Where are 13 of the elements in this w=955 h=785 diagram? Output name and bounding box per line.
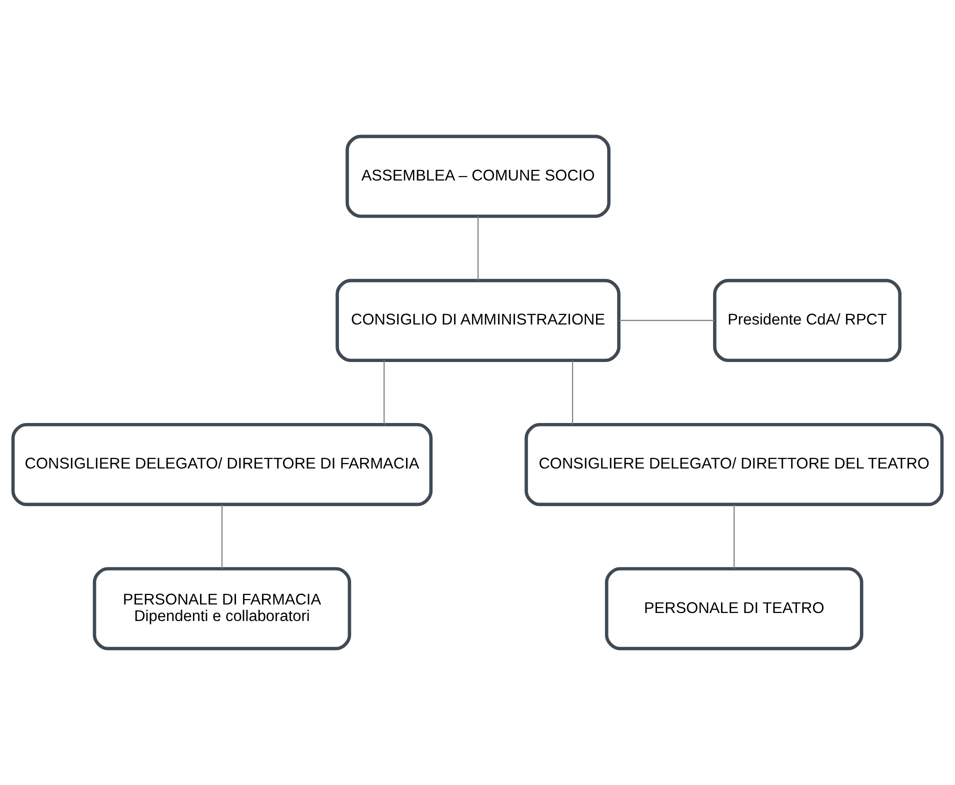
node-box: CONSIGLIERE DELEGATO/ DIRETTORE DI FARMACIA — [11, 422, 433, 506]
node-box: CONSIGLIERE DELEGATO/ DIRETTORE DEL TEATRO — [524, 422, 944, 506]
connector — [572, 360, 574, 425]
connector — [384, 360, 385, 425]
node-box: ASSEMBLEA – COMUNE SOCIO — [346, 134, 611, 218]
node-box: CONSIGLIO DI AMMINISTRAZIONE — [336, 278, 620, 362]
connector — [734, 504, 735, 569]
connector — [221, 504, 223, 569]
connector — [478, 216, 479, 281]
connector — [619, 320, 715, 321]
node-box: PERSONALE DI FARMACIA Dipendenti e collaboratori — [92, 567, 352, 650]
node-box: PERSONALE DI TEATRO — [604, 567, 864, 650]
node-box: Presidente CdA/ RPCT — [713, 278, 902, 362]
